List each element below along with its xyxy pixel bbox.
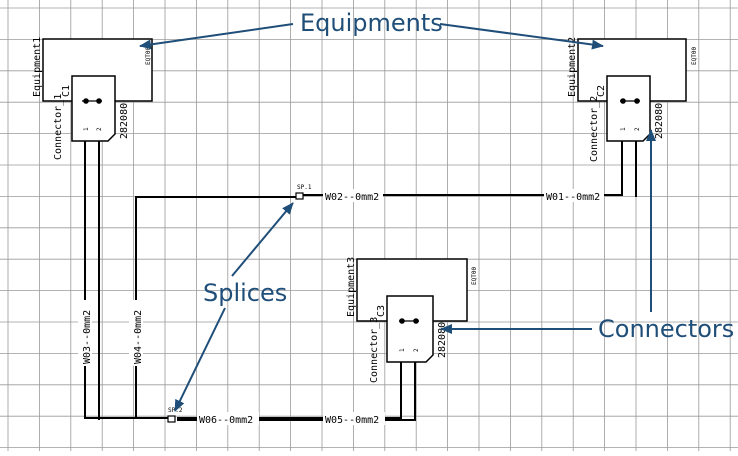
callout-equipments-text: Equipments [300, 9, 443, 37]
pin-dot [413, 318, 419, 324]
connector-part: 282080 [437, 322, 448, 358]
callout-connectors-text: Connectors [598, 315, 734, 343]
label-bg [544, 189, 604, 202]
connector-3[interactable]: C3 1 2 Connector_3 282080 [369, 295, 448, 383]
arrow-to-equipment-1 [139, 23, 294, 50]
arrow-to-splice-1 [231, 202, 294, 277]
wire-label-w03: W03--0mm2 [82, 310, 93, 364]
label-bg [129, 300, 143, 366]
arrow-to-splice-2 [174, 307, 226, 412]
label-bg [323, 412, 385, 425]
equipment-name: Equipment1 [32, 37, 43, 97]
pin-1-label: 1 [620, 127, 627, 131]
wire-label-w05: W05--0mm2 [325, 415, 379, 426]
connector-name: Connector_3 [369, 317, 380, 383]
pin-dot [96, 98, 102, 104]
connector-name: Connector_2 [589, 96, 600, 162]
wire-w01[interactable] [297, 141, 623, 196]
callout-equipments: Equipments [139, 9, 604, 50]
connector-part: 282080 [119, 103, 130, 139]
pin-dot [634, 98, 640, 104]
equipment-code: EQT00 [691, 47, 698, 65]
wires [84, 141, 637, 421]
pin-1-label: 1 [83, 127, 90, 131]
callout-splices-text: Splices [203, 279, 287, 307]
pin-2-label: 2 [413, 348, 420, 352]
label-bg [197, 412, 259, 425]
wire-label-w04: W04--0mm2 [133, 310, 144, 364]
connector-name: Connector_1 [53, 94, 64, 160]
pin-dot [399, 318, 405, 324]
wire-label-w02: W02--0mm2 [325, 192, 379, 203]
callout-splices: Splices [174, 202, 294, 412]
wire-label-w06: W06--0mm2 [199, 415, 253, 426]
pin-2-label: 2 [634, 127, 641, 131]
splice-symbol [167, 415, 176, 423]
connector-body [606, 75, 651, 142]
equipment-name: Equipment2 [567, 37, 578, 97]
splice-symbol [295, 192, 304, 200]
label-bg [323, 189, 383, 202]
connector-ref: C3 [376, 305, 387, 317]
pin-2-label: 2 [96, 127, 103, 131]
pin-dot [83, 98, 89, 104]
connector-2[interactable]: C2 1 2 Connector_2 282080 [589, 75, 665, 162]
arrow-to-equipment-2 [439, 23, 604, 50]
splice-sp1[interactable]: SP.1 [295, 184, 312, 200]
splice-label: SP.1 [297, 184, 312, 191]
equipment-code: EQT00 [471, 267, 478, 285]
wire-label-w01: W01--0mm2 [546, 192, 600, 203]
connector-body [71, 75, 116, 142]
callout-connectors: Connectors [440, 129, 734, 343]
connector-ref: C2 [596, 85, 607, 97]
equipment-code: EQT00 [145, 47, 152, 65]
label-bg [78, 300, 92, 366]
connector-body [386, 295, 434, 363]
pin-dot [620, 98, 626, 104]
equipment-name: Equipment3 [346, 257, 357, 317]
connector-part: 282080 [654, 103, 665, 139]
connector-1[interactable]: C1 1 2 Connector_1 282080 [53, 75, 130, 160]
pin-1-label: 1 [399, 348, 406, 352]
connector-ref: C1 [61, 85, 72, 97]
